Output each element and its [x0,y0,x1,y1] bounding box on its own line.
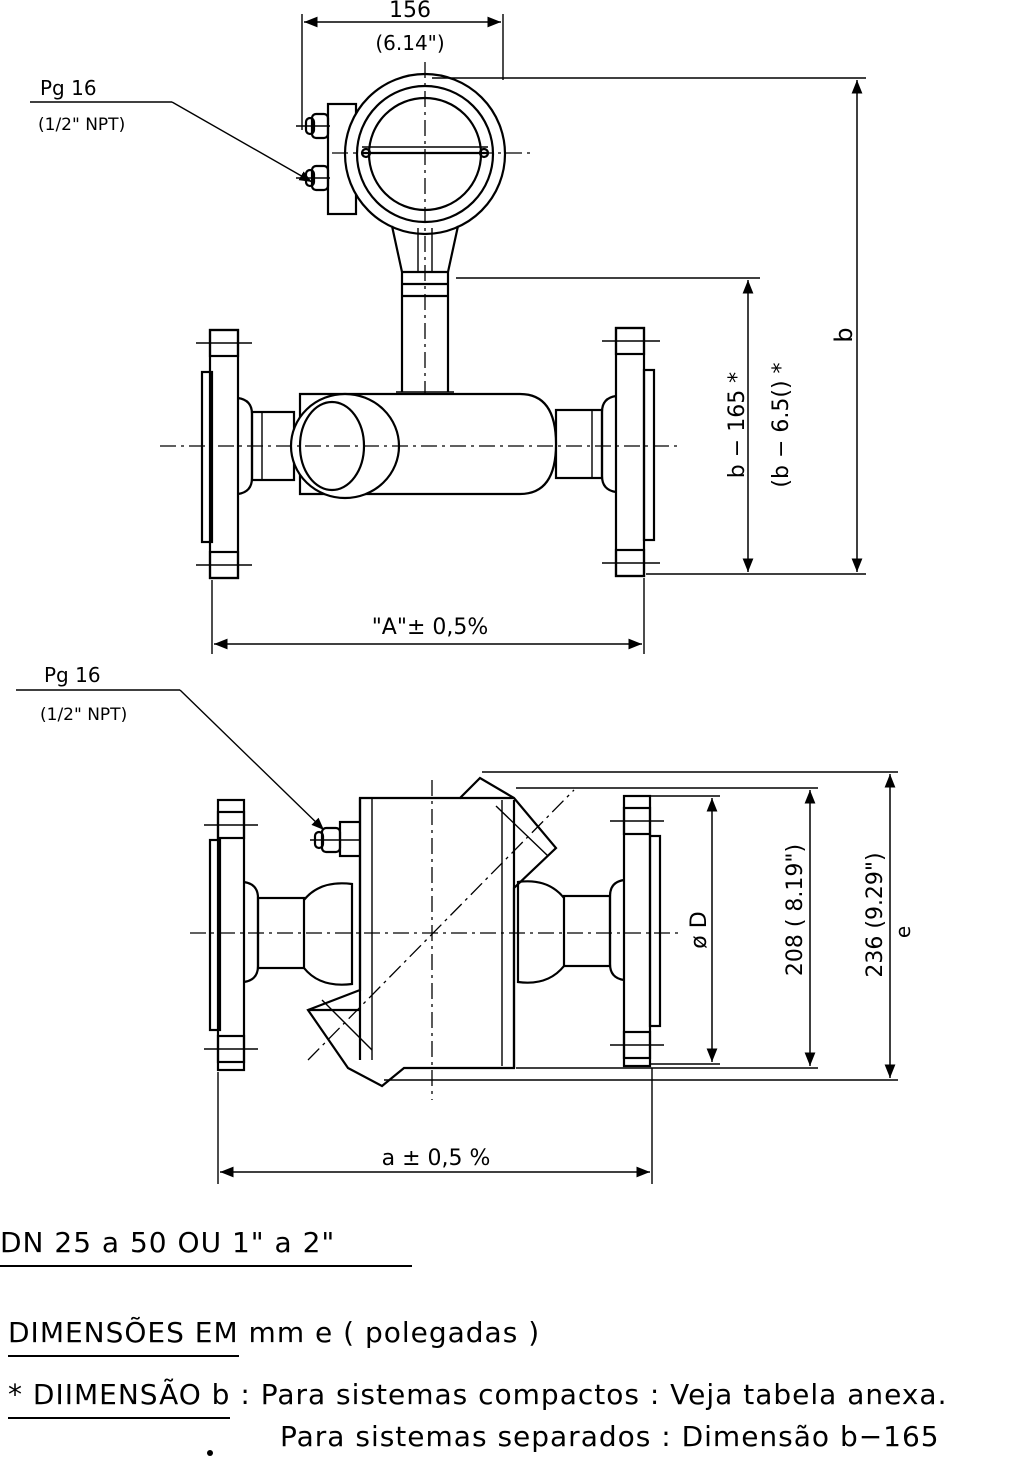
meter-body-top [160,392,680,500]
speck-mark [207,1450,213,1456]
sensor-neck [390,225,460,393]
width-dimension: 156 (6.14") [301,0,504,130]
diameter-label: ø D [687,911,712,948]
top-view: 156 (6.14") Pg 16 (1/2" NPT) [30,0,866,654]
conduit-label-top: Pg 16 [40,76,97,100]
bottom-view: Pg 16 (1/2" NPT) [16,663,915,1184]
dim-b-label: b [830,327,858,342]
dimension-diameter: ø D [650,795,720,1065]
electronics-housing [332,62,532,420]
dim-b-minus-in-label: (b − 6.5() * [769,362,794,487]
dim-208-label: 208 ( 8.19") [783,844,808,976]
dim-236-label: 236 (9.29") [863,852,888,977]
conduit-npt-top: (1/2" NPT) [38,115,125,135]
flange-left-bottom [204,798,354,1072]
dimension-236: 236 (9.29") e [384,771,915,1081]
flange-right-bottom [516,794,664,1068]
dim-e-label: e [891,926,915,938]
width-in-label: (6.14") [375,31,444,55]
length-a-dimension: "A"± 0,5% [211,578,645,654]
cable-gland-bottom [310,820,366,858]
length-small-a-dimension: a ± 0,5 % [217,1068,653,1184]
dim-b-minus-label: b − 165 * [725,372,750,478]
conduit-npt-bottom: (1/2" NPT) [40,705,127,725]
flange-right-top [554,326,660,578]
conduit-callout-top: Pg 16 (1/2" NPT) [30,76,313,183]
conduit-label-bottom: Pg 16 [44,663,101,687]
conduit-callout-bottom: Pg 16 (1/2" NPT) [16,663,325,831]
dimension-b: b b − 165 * (b − 6.5() * [432,77,866,575]
width-mm-label: 156 [389,0,431,23]
dimension-208: 208 ( 8.19") [516,787,818,1069]
length-small-a-label: a ± 0,5 % [382,1146,491,1171]
length-a-label: "A"± 0,5% [372,615,489,640]
flange-left-top [196,328,296,580]
sensor-body-bottom [306,776,575,1100]
